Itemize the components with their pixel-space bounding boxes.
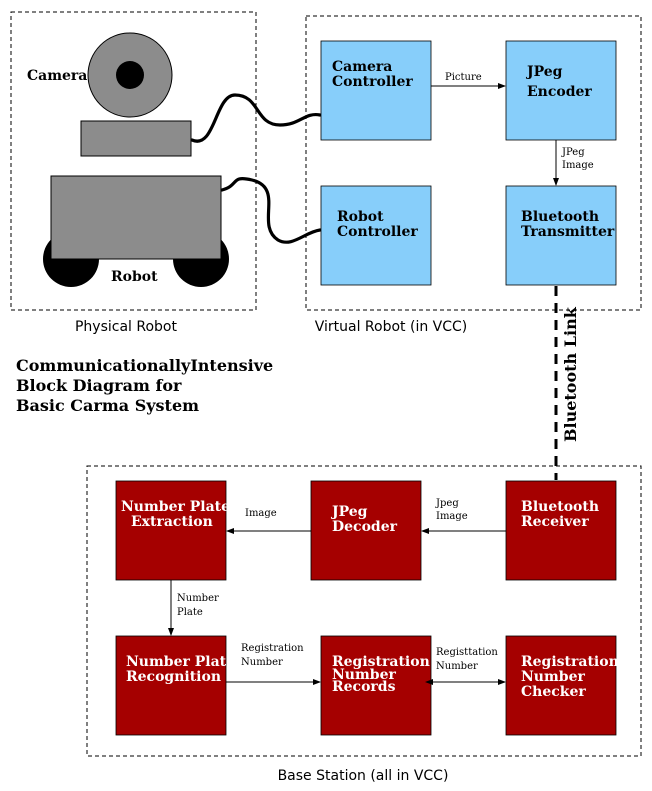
image-edge-label: Image (245, 508, 277, 519)
physical-robot-caption: Physical Robot (75, 319, 178, 335)
bluetooth-transmitter-line-2: Transmitter (521, 224, 615, 240)
reg-number-edge-label-2a: Registtation (436, 647, 498, 658)
jpeg-decoder-line-2: Decoder (332, 519, 398, 535)
virtual-robot-caption: Virtual Robot (in VCC) (315, 319, 468, 335)
robot-controller-line-2: Controller (337, 224, 418, 240)
reg-number-edge-label-1a: Registration (241, 643, 304, 654)
registration-number-records-line-2: Number (332, 667, 396, 683)
number-plate-edge-label-2: Plate (177, 607, 203, 618)
number-plate-recognition-line-2: Recognition (126, 669, 221, 685)
camera-lens (116, 61, 144, 89)
robot-cable (220, 177, 322, 244)
physical-robot-region (10, 11, 257, 311)
camera-cable (190, 93, 322, 143)
number-plate-extraction-line-2: Extraction (131, 514, 213, 530)
camera-drawing (80, 32, 192, 157)
base-station-region (86, 465, 642, 757)
registration-number-checker-line-2: Number (521, 669, 585, 685)
jpeg-decoder-line-1: JPeg (330, 504, 368, 520)
robot-controller-line-1: Robot (337, 209, 384, 225)
registration-number-checker-line-1: Registration (521, 654, 619, 670)
jpeg-encoder-line-1: JPeg (525, 64, 563, 80)
registration-number-records-line-3: Records (332, 679, 396, 695)
base-station-caption: Base Station (all in VCC) (278, 768, 449, 784)
robot-label: Robot (111, 269, 158, 285)
number-plate-edge-label-1: Number (177, 593, 219, 604)
jpeg-image-edge-label-2: Image (562, 160, 594, 171)
camera-controller-line-2: Controller (332, 74, 413, 90)
reg-number-edge-label-2b: Number (436, 661, 478, 672)
bluetooth-transmitter-line-1: Bluetooth (521, 209, 599, 225)
registration-number-records-line-1: Registration (332, 654, 430, 670)
robot-drawing (43, 175, 229, 287)
bluetooth-link-label: Bluetooth Link (561, 306, 580, 442)
robot-body (50, 175, 222, 260)
registration-number-checker-line-3: Checker (521, 684, 586, 700)
diagram-title-line-1: CommunicationallyIntensive (16, 356, 273, 375)
picture-edge-label: Picture (445, 72, 482, 83)
bluetooth-receiver-line-1: Bluetooth (521, 499, 599, 515)
number-plate-extraction-line-1: Number Plate (121, 499, 230, 515)
camera-controller-line-1: Camera (332, 59, 392, 75)
camera-base (80, 120, 192, 157)
bluetooth-receiver-line-2: Receiver (521, 514, 589, 530)
jpeg-image-edge-label-2b: Image (436, 511, 468, 522)
diagram-title-line-2: Block Diagram for (16, 376, 182, 395)
jpeg-image-edge-label-2a: Jpeg (435, 498, 459, 509)
jpeg-encoder-line-2: Encoder (527, 84, 592, 100)
number-plate-recognition-line-1: Number Plate (126, 654, 235, 670)
reg-number-edge-label-1b: Number (241, 657, 283, 668)
camera-label: Camera (27, 68, 87, 84)
jpeg-image-edge-label-1: JPeg (561, 147, 585, 158)
diagram-title-line-3: Basic Carma System (16, 396, 199, 415)
